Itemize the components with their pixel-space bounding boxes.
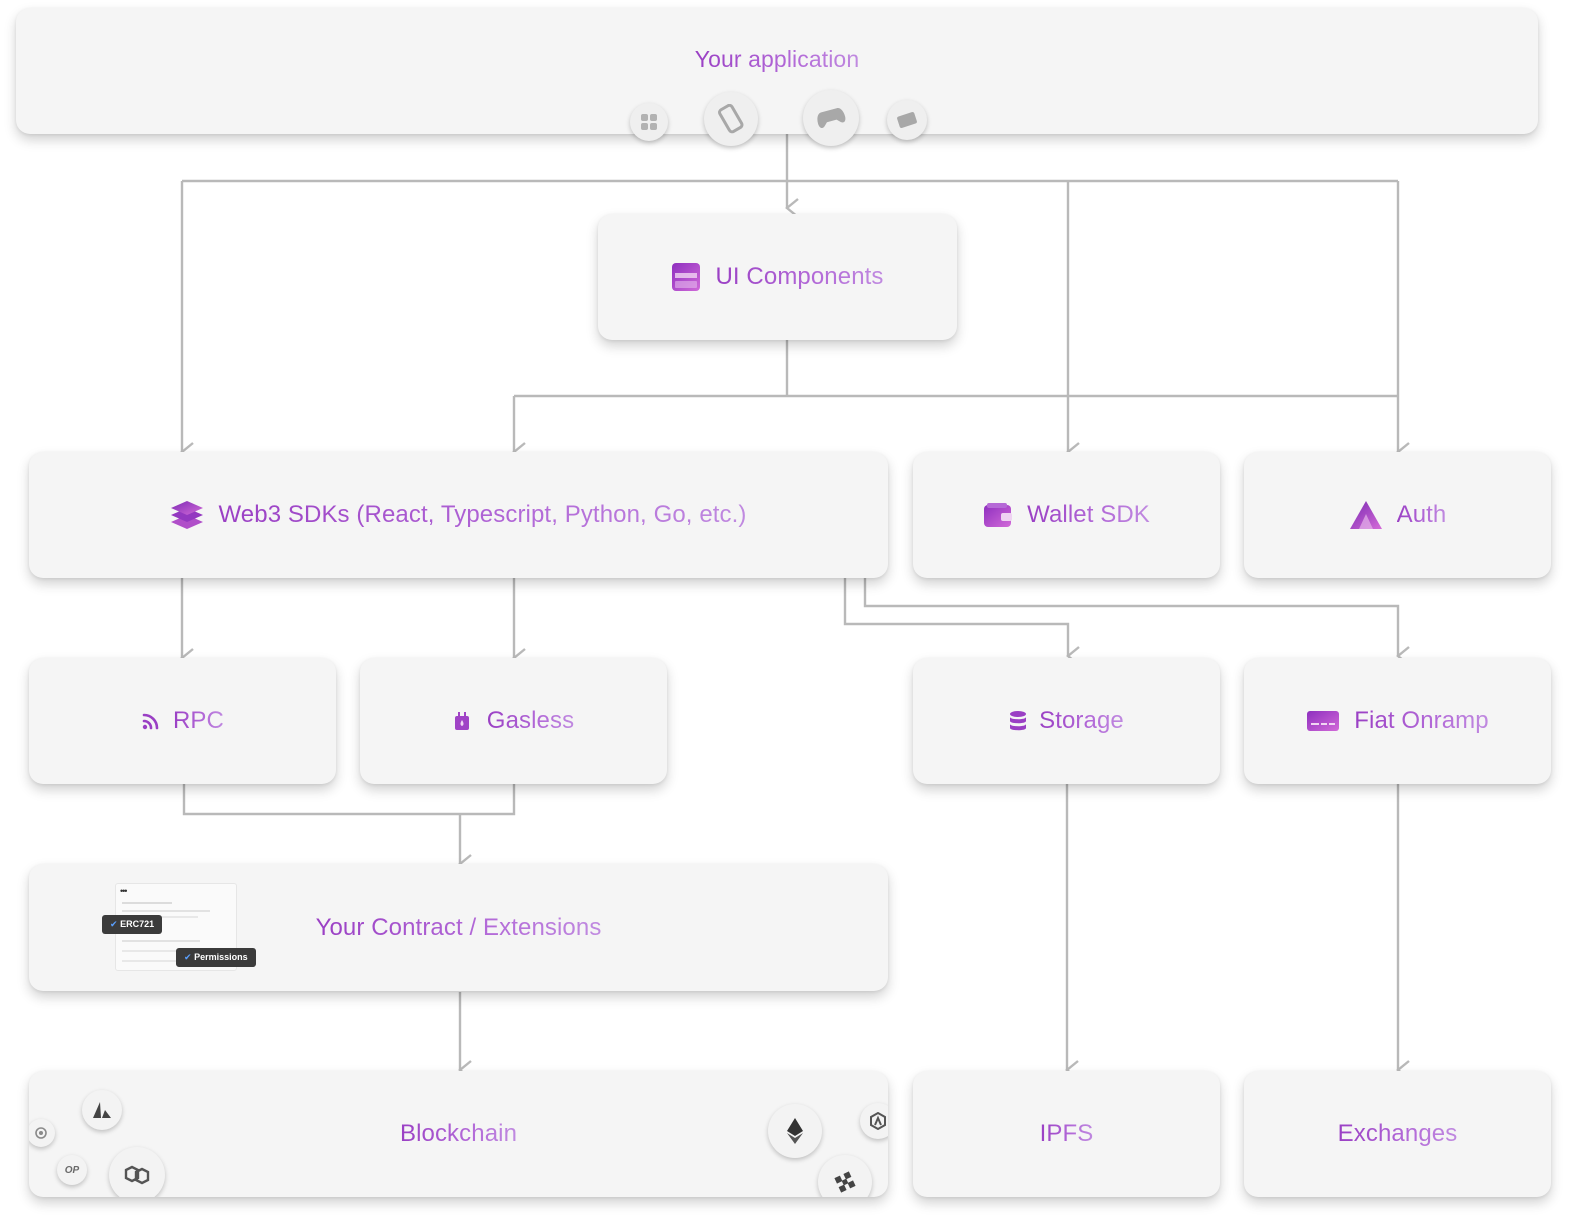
ipfs-label: IPFS [1039, 1120, 1094, 1147]
optimism-icon: OP [57, 1155, 87, 1185]
mobile-icon [704, 92, 758, 146]
polygon-icon [109, 1147, 165, 1197]
credit-card-icon [1307, 711, 1340, 731]
auth-node: Auth [1244, 452, 1551, 578]
erc721-tag: ✔ ERC721 [102, 915, 163, 934]
card-icon [887, 100, 927, 140]
arbitrum-icon [860, 1103, 888, 1139]
auth-icon [1349, 501, 1382, 529]
fiat-onramp-label: Fiat Onramp [1354, 707, 1489, 734]
rpc-node: RPC [29, 658, 336, 784]
storage-node: Storage [913, 658, 1220, 784]
ui-components-node: UI Components [598, 214, 957, 340]
exchanges-node: Exchanges [1244, 1071, 1551, 1197]
ui-components-label: UI Components [715, 263, 884, 290]
fiat-onramp-node: Fiat Onramp [1244, 658, 1551, 784]
auth-label: Auth [1396, 501, 1447, 528]
avalanche-icon [82, 1090, 122, 1130]
bnb-icon [818, 1155, 872, 1197]
storage-label: Storage [1039, 707, 1124, 734]
wallet-sdk-node: Wallet SDK [913, 452, 1220, 578]
ethereum-icon [768, 1104, 822, 1158]
layers-icon [171, 501, 204, 529]
gas-pump-icon [454, 712, 469, 730]
blockchain-node: Blockchain OP [29, 1071, 888, 1197]
erc721-tag-label: ERC721 [120, 919, 155, 929]
wallet-icon [984, 503, 1013, 527]
exchanges-label: Exchanges [1337, 1120, 1458, 1147]
permissions-tag: ✔ Permissions [176, 948, 256, 967]
your-application-node: Your application [16, 8, 1538, 134]
contract-label: Your Contract / Extensions [315, 913, 602, 941]
gamepad-icon [803, 90, 859, 146]
web3-sdks-label: Web3 SDKs (React, Typescript, Python, Go… [218, 501, 747, 528]
ipfs-node: IPFS [913, 1071, 1220, 1197]
blockchain-label: Blockchain [399, 1120, 518, 1147]
preview-dots: ••• [120, 886, 128, 896]
gasless-node: Gasless [360, 658, 667, 784]
database-icon [1010, 711, 1027, 731]
apps-icon [630, 103, 668, 141]
your-application-label: Your application [694, 46, 860, 72]
rpc-icon [142, 713, 159, 730]
rpc-label: RPC [173, 707, 224, 734]
celo-icon [29, 1119, 55, 1147]
ui-components-icon [672, 263, 701, 291]
wallet-sdk-label: Wallet SDK [1027, 501, 1150, 528]
gasless-label: Gasless [486, 707, 575, 734]
web3-sdks-node: Web3 SDKs (React, Typescript, Python, Go… [29, 452, 888, 578]
permissions-tag-label: Permissions [194, 952, 248, 962]
